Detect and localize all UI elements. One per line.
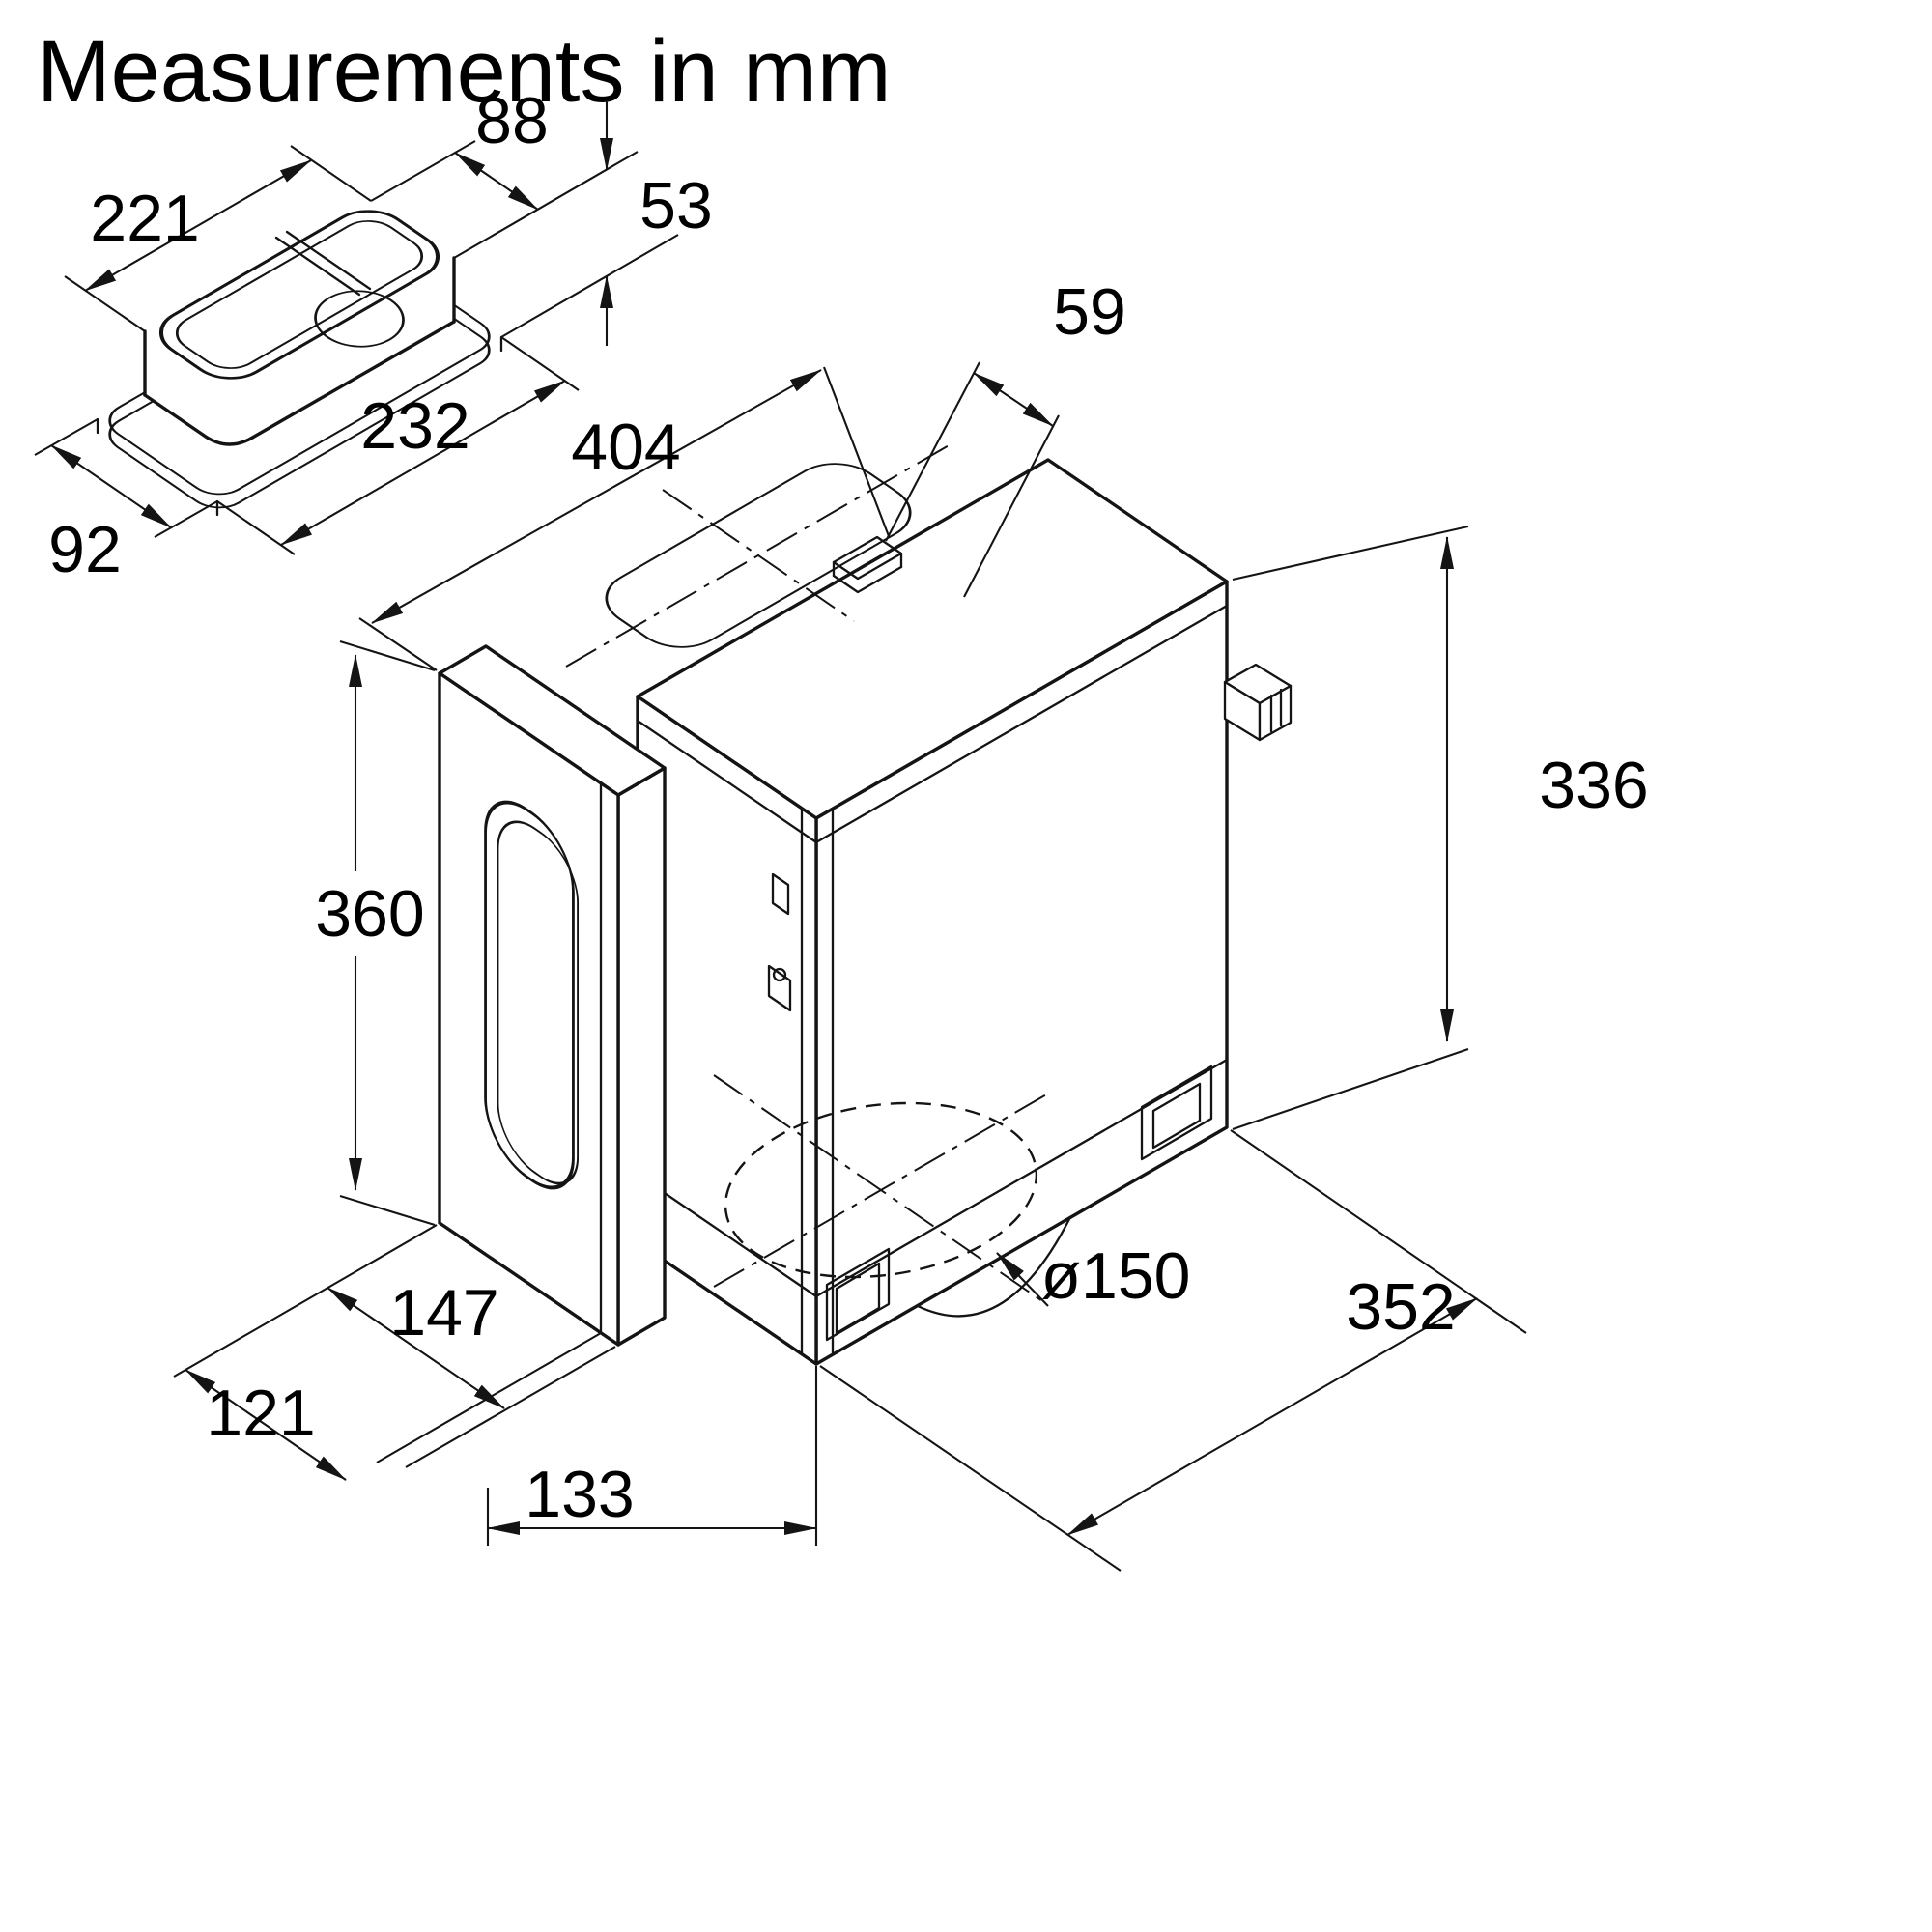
main-body <box>636 458 1229 1366</box>
leader-150 <box>996 1252 1049 1307</box>
main-unit-drawing: 404 59 336 360 147 121 <box>173 275 1649 1572</box>
dim-line-147 <box>327 1287 505 1409</box>
dim-line-404 <box>371 369 822 624</box>
latch-upper <box>771 872 790 916</box>
dim-label-133: 133 <box>525 1458 634 1531</box>
foot-front-inner <box>835 1262 881 1335</box>
tray-bottom-edge <box>143 320 456 446</box>
foot-right-inner <box>1151 1082 1202 1150</box>
duct-circle-dashed <box>724 1101 1038 1279</box>
tray-rim-fill <box>160 211 439 379</box>
dim-line-121 <box>185 1369 347 1481</box>
top-clip-front <box>832 565 903 594</box>
ext-59-left <box>885 361 980 542</box>
dim-label-336: 336 <box>1539 749 1648 822</box>
duct-collar-arc <box>916 1215 1072 1318</box>
ext-404-left <box>358 617 438 671</box>
dim-label-59: 59 <box>1053 275 1126 349</box>
body-bottom-seam <box>636 1058 1229 1298</box>
small-part-drawing: 221 88 53 232 92 <box>34 84 713 586</box>
ext-360-bottom <box>339 1194 436 1227</box>
dim-label-221: 221 <box>90 182 199 255</box>
dim-label-121: 121 <box>206 1377 315 1450</box>
dim-line-88 <box>454 152 539 211</box>
ext-221-left <box>64 275 146 332</box>
bottom-duct <box>713 1074 1072 1318</box>
mounting-feet <box>825 1065 1213 1342</box>
dim-label-88: 88 <box>475 84 549 157</box>
ext-92-right <box>154 500 218 538</box>
dim-label-404: 404 <box>571 411 680 484</box>
small-part-tray <box>143 210 456 452</box>
ext-221-right <box>290 145 372 202</box>
panel-grip-slot <box>484 800 575 1190</box>
latch-lower <box>767 964 792 1012</box>
panel-side-face <box>616 766 667 1347</box>
tray-duct-hole <box>314 290 405 348</box>
ext-92-left <box>34 418 99 456</box>
page-title: Measurements in mm <box>37 22 891 121</box>
ext-121-right <box>376 1332 602 1463</box>
ext-232-right <box>500 336 580 391</box>
duct-centerline-b <box>713 1093 1049 1288</box>
side-connector <box>1223 663 1293 742</box>
foot-front-outer <box>825 1247 891 1342</box>
dim-line-352 <box>1066 1297 1478 1536</box>
panel-grip-slot-inner <box>497 820 580 1185</box>
dim-line-221 <box>84 159 312 292</box>
ext-59-right <box>963 414 1060 598</box>
tray-wall-fill <box>145 258 454 452</box>
dim-label-360: 360 <box>315 877 424 951</box>
ext-88-left <box>370 140 476 202</box>
ext-147-right <box>405 1346 616 1468</box>
dim-label-53: 53 <box>639 169 713 242</box>
dim-label-147: 147 <box>389 1276 498 1350</box>
dim-line-59 <box>973 372 1054 427</box>
ext-336-top <box>1232 525 1469 582</box>
ext-232-left <box>216 500 296 555</box>
ext-147-left <box>173 1224 438 1378</box>
ext-352-bottom <box>819 1365 1122 1572</box>
latch-screw <box>772 967 787 982</box>
ext-53-bottom <box>500 234 679 338</box>
ext-336-bottom <box>1232 1048 1469 1130</box>
foot-right-outer <box>1140 1065 1213 1161</box>
ext-404-right <box>823 366 890 537</box>
dim-label-352: 352 <box>1346 1270 1455 1344</box>
ext-360-top <box>339 639 436 672</box>
top-centerline-width <box>662 489 855 622</box>
front-panel <box>438 644 667 1347</box>
dim-label-92: 92 <box>48 513 122 586</box>
body-top-seam <box>636 604 1229 844</box>
dim-line-92 <box>50 444 172 528</box>
dim-label-232: 232 <box>360 389 469 463</box>
main-unit-dimensions: 404 59 336 360 147 121 <box>173 275 1649 1572</box>
ext-88-right <box>453 151 639 259</box>
dim-label-150: ø150 <box>1041 1239 1191 1313</box>
